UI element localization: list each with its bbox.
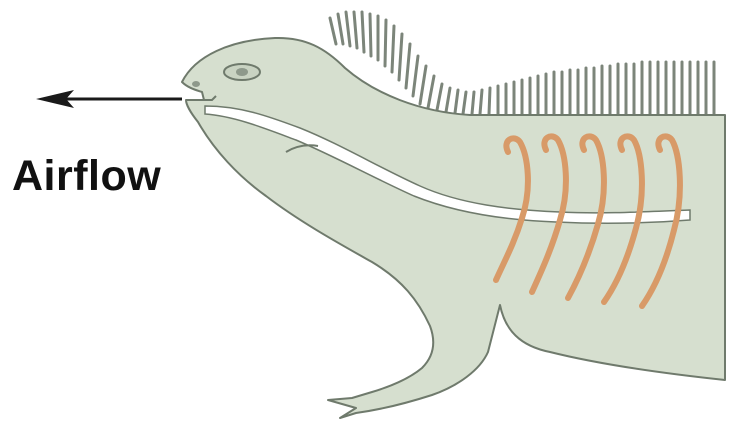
lizard-body bbox=[182, 38, 725, 418]
eye bbox=[224, 64, 260, 80]
airflow-label: Airflow bbox=[12, 152, 161, 201]
airflow-arrow bbox=[36, 90, 182, 108]
nostril bbox=[192, 81, 200, 87]
